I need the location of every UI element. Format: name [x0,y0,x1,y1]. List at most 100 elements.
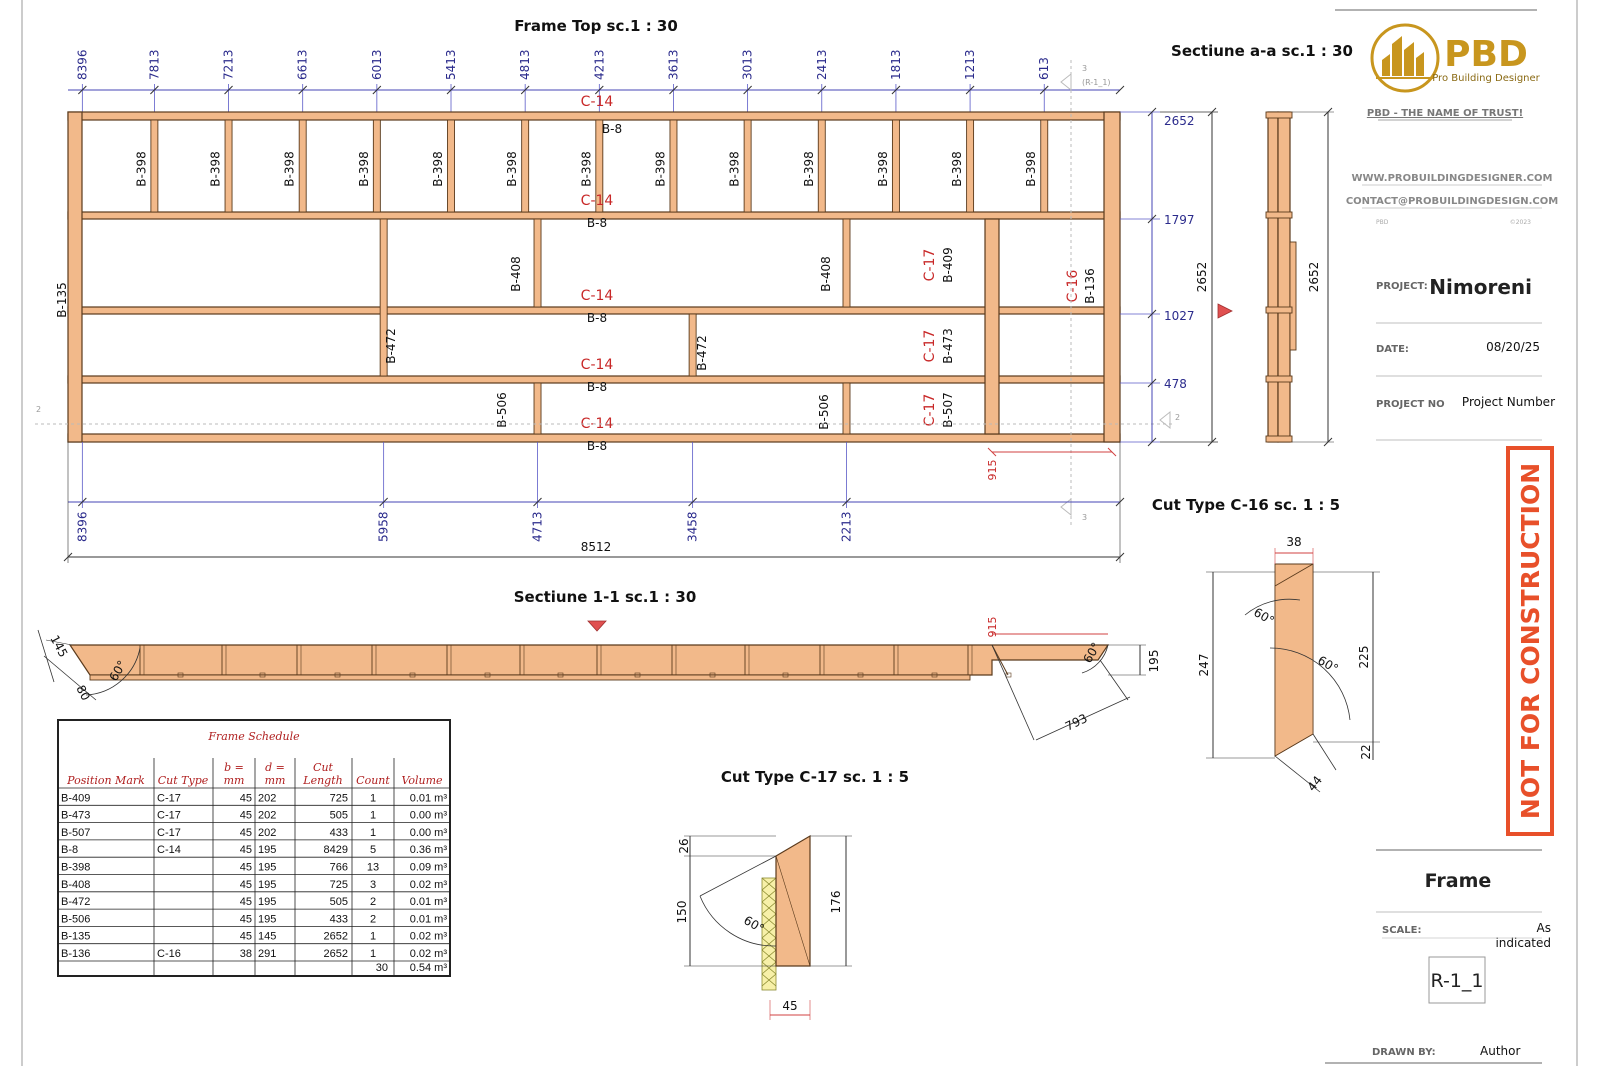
stud [688,313,697,377]
label-b8-3: B-8 [587,311,607,325]
schedule-cell: 195 [258,879,276,891]
top-studs [150,119,1049,213]
scale-value-2: indicated [1495,936,1551,950]
stud-b398 [1040,119,1049,213]
label-b398: B-398 [802,151,816,186]
date-label: DATE: [1376,344,1409,355]
schedule-cell: C-17 [157,792,181,804]
bottom-dim-tick [379,497,389,507]
label-b473: B-473 [941,328,955,363]
schedule-header-cell: Length [302,774,342,787]
stud-b398 [669,119,678,213]
section-aa-title: Sectiune a-a sc.1 : 30 [1171,42,1353,60]
schedule-header-cell: mm [265,774,286,787]
scale-value-1: As [1537,921,1551,935]
schedule-header-cell: Cut Type [158,774,209,787]
schedule-cell: B-135 [61,931,90,943]
schedule-cell: 1 [370,948,376,960]
label-b136: B-136 [1083,268,1097,303]
schedule-cell: C-16 [157,948,181,960]
top-dim-tick [298,85,308,95]
stud-b398 [372,119,381,213]
stud [533,382,542,435]
stud [379,218,388,377]
frame-top-title: Frame Top sc.1 : 30 [514,17,678,35]
c16-d44: 44 [1305,773,1325,794]
c16-d38: 38 [1286,535,1301,549]
c16-d247: 247 [1197,654,1211,677]
project-no-value: Project Number [1462,395,1555,409]
top-dim-tick-end [1115,85,1125,95]
schedule-cell: B-408 [61,879,90,891]
section-nail [709,672,716,678]
sec11-d80: 80 [73,683,93,703]
website-link[interactable]: WWW.PROBUILDINGDESIGNER.COM [1352,173,1553,184]
top-dim-tick [372,85,382,95]
stud-b398 [150,119,159,213]
section-nail [409,672,416,678]
section-ref-3-bottom: 3 [1082,513,1087,522]
label-b8-5: B-8 [587,439,607,453]
section-nail [857,672,864,678]
stud-b398 [743,119,752,213]
schedule-cell: 45 [240,827,252,839]
schedule-cell: B-472 [61,896,90,908]
cut-c16-title: Cut Type C-16 sc. 1 : 5 [1152,496,1340,514]
top-dim-tick [669,85,678,95]
section-11-drawing [37,629,1146,741]
schedule-cell: 45 [240,896,252,908]
bottom-dim-label: 5958 [377,511,391,542]
cut-c16-drawing [1206,548,1380,793]
label-b398: B-398 [1024,151,1038,186]
stud-b398 [447,119,455,213]
label-c17-3: C-17 [922,394,938,427]
top-dim-tick [150,85,159,95]
overall-dimension [63,442,1125,563]
label-b398: B-398 [134,151,148,186]
stud-b398 [891,119,900,213]
schedule-cell: 0.02 m³ [410,931,448,943]
schedule-cell: 291 [258,948,276,960]
email-link[interactable]: CONTACT@PROBUILDINGDESIGN.COM [1346,196,1558,207]
label-b135: B-135 [55,282,69,317]
label-b398: B-398 [579,151,593,186]
section-nail [334,672,341,678]
bottom-dim-label: 2213 [839,511,853,542]
stud-b398 [521,119,530,213]
top-dim-tick [446,85,456,95]
section-ref-2-right: 2 [1175,413,1180,422]
section-nail [484,672,491,678]
label-b8-top: B-8 [602,122,622,136]
schedule-cell: B-506 [61,913,90,925]
logo-icon [1370,23,1440,93]
schedule-cell: 0.36 m³ [410,844,448,856]
label-b506-1: B-506 [495,392,509,427]
stud-b136-left [984,218,1000,435]
top-dim-label: 613 [1037,57,1051,80]
schedule-cell: 766 [330,862,348,874]
bottom-dim-label: 4713 [531,511,545,542]
top-dim-label: 8396 [75,49,89,80]
schedule-cell: 45 [240,879,252,891]
schedule-cell: 45 [240,844,252,856]
schedule-cell: 195 [258,913,276,925]
stud-b398 [298,119,307,213]
title-block: PBD Pro Building Designer PBD - THE NAME… [1325,9,1558,1064]
dim-915-top-label: 915 [986,460,999,481]
label-b398: B-398 [357,151,371,186]
label-c14-2: C-14 [581,193,614,209]
schedule-cell: B-507 [61,827,90,839]
c16-d225: 225 [1357,646,1371,669]
right-dim-1: 1797 [1164,213,1195,227]
schedule-cell: B-473 [61,810,90,822]
schedule-cell: 1 [370,827,376,839]
schedule-cell: 0.01 m³ [410,896,448,908]
label-b408-2: B-408 [819,256,833,291]
schedule-cell: 38 [240,948,252,960]
